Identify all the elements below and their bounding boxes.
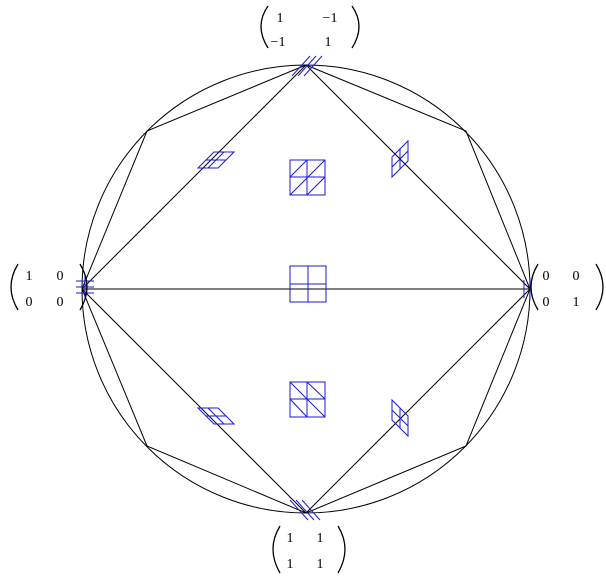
matrix-top-r1c0: −1 — [271, 35, 286, 50]
matrix-label-top: 1 −1 −1 1 — [260, 5, 360, 50]
matrix-label-bottom: 1 1 1 1 — [272, 525, 346, 574]
glyph-lower-square — [289, 381, 326, 418]
glyph-bottom-vertex-slashes — [289, 499, 321, 521]
matrix-right-left-paren — [530, 263, 539, 311]
matrix-left-r0c1: 0 — [57, 269, 64, 284]
matrix-top-r0c0: 1 — [277, 11, 284, 26]
matrix-left-r1c0: 0 — [26, 295, 33, 310]
matrix-bottom-left-paren — [272, 525, 281, 574]
glyph-right-vertex-marks — [523, 278, 531, 300]
matrix-left-r1c1: 0 — [57, 295, 64, 310]
glyph-center-square — [289, 265, 327, 303]
matrix-right-right-paren — [595, 263, 604, 311]
matrix-right-r0c0: 0 — [543, 269, 550, 284]
diamond-edge-bottom-left — [81, 288, 307, 514]
diamond-edge-top-left — [81, 64, 307, 290]
diamond-edge-top-right — [305, 64, 531, 290]
matrix-left-right-paren — [79, 263, 88, 311]
glyph-lower-left-parallelogram — [196, 407, 236, 425]
matrix-top-right-paren — [351, 5, 360, 49]
matrix-bottom-r0c0: 1 — [287, 531, 294, 546]
glyph-top-vertex-slashes — [291, 55, 323, 77]
diamond-edge-bottom-right — [305, 288, 531, 514]
inner-diamond — [81, 64, 531, 514]
matrix-right-r1c1: 1 — [573, 295, 580, 310]
matrix-top-left-paren — [260, 5, 269, 49]
matrix-right-r0c1: 0 — [573, 269, 580, 284]
matrix-top-r1c1: 1 — [325, 35, 332, 50]
matrix-bottom-r0c1: 1 — [317, 531, 324, 546]
matrix-bottom-right-paren — [337, 525, 346, 574]
matrix-right-r1c0: 0 — [543, 295, 550, 310]
glyph-left-vertex-marks — [76, 276, 94, 300]
matrix-top-r0c1: −1 — [323, 11, 338, 26]
matrix-bottom-r1c0: 1 — [287, 557, 294, 572]
blue-glyphs — [76, 55, 531, 521]
matrix-left-r0c0: 1 — [26, 269, 33, 284]
matrix-bottom-r1c1: 1 — [317, 557, 324, 572]
glyph-lower-right-parallelogram — [391, 398, 409, 438]
glyph-upper-left-parallelogram — [196, 151, 236, 169]
glyph-upper-right-parallelogram — [391, 139, 409, 179]
matrix-left-left-paren — [10, 263, 19, 311]
matrix-label-right: 0 0 0 1 — [530, 263, 604, 311]
matrix-label-left: 1 0 0 0 — [10, 263, 88, 311]
glyph-upper-square — [289, 159, 326, 196]
